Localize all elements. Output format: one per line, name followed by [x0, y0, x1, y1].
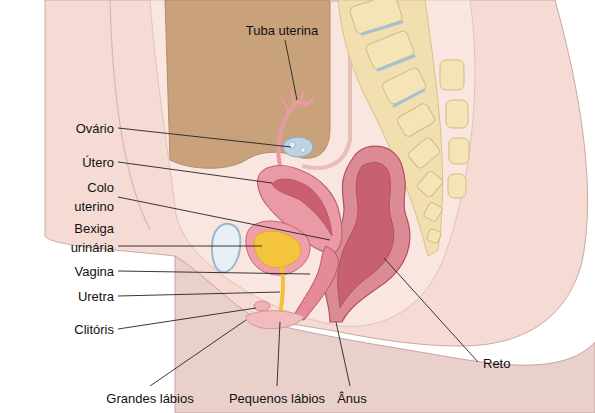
- part-label: Ânus: [337, 389, 367, 408]
- vertebra: [407, 136, 441, 169]
- labia: [246, 311, 304, 329]
- spinous-process: [448, 174, 466, 198]
- leader-line: [384, 258, 478, 362]
- part-label: Uretra: [78, 287, 114, 306]
- part-label: Útero: [82, 153, 114, 172]
- part-label: Bexiga urinária: [52, 219, 114, 257]
- vertebra: [381, 66, 427, 105]
- sacral-spines: [440, 60, 469, 198]
- part-label: Grandes lábios: [106, 389, 193, 408]
- vertebra: [423, 202, 443, 223]
- leader-line: [150, 320, 246, 386]
- urine: [254, 231, 301, 267]
- part-label: Pequenos lábios: [229, 389, 325, 408]
- peritoneal-space: [165, 0, 330, 168]
- disc: [378, 56, 414, 70]
- spinous-process: [440, 60, 464, 90]
- body-torso: [45, 0, 588, 346]
- spinous-process: [449, 138, 469, 164]
- part-label: Reto: [483, 354, 510, 373]
- leader-line: [285, 40, 297, 100]
- leader-line: [118, 128, 291, 147]
- pelvic-cavity: [150, 0, 475, 326]
- leader-line: [118, 271, 310, 274]
- leader-line: [336, 322, 350, 386]
- leader-line: [118, 292, 280, 296]
- part-label: Clitóris: [74, 320, 114, 339]
- leader-lines: [118, 40, 478, 386]
- intervertebral-discs: [362, 22, 424, 106]
- leader-line: [277, 322, 280, 386]
- vertebra: [365, 30, 416, 71]
- part-label: Ovário: [76, 119, 114, 138]
- spinous-process: [446, 100, 468, 128]
- clitoris: [254, 301, 270, 311]
- vertebra: [396, 102, 436, 138]
- leader-line: [118, 162, 272, 183]
- leader-line: [118, 197, 330, 240]
- disc: [394, 90, 424, 106]
- rectum-lumen: [338, 162, 394, 308]
- part-label: Vagina: [74, 262, 114, 281]
- urethra: [280, 268, 283, 314]
- abdominal-wall: [110, 0, 150, 230]
- vertebra: [426, 228, 441, 243]
- vertebra: [416, 170, 444, 198]
- vertebra: [349, 0, 403, 35]
- ovary-follicle: [301, 148, 306, 153]
- disc: [362, 22, 402, 34]
- leader-line: [118, 308, 256, 329]
- leader-line: [118, 246, 262, 247]
- pubic-bone: [212, 224, 240, 272]
- part-label: Colo uterino: [54, 178, 114, 216]
- fimbriae: [282, 92, 314, 110]
- part-label: Tuba uterina: [246, 21, 319, 40]
